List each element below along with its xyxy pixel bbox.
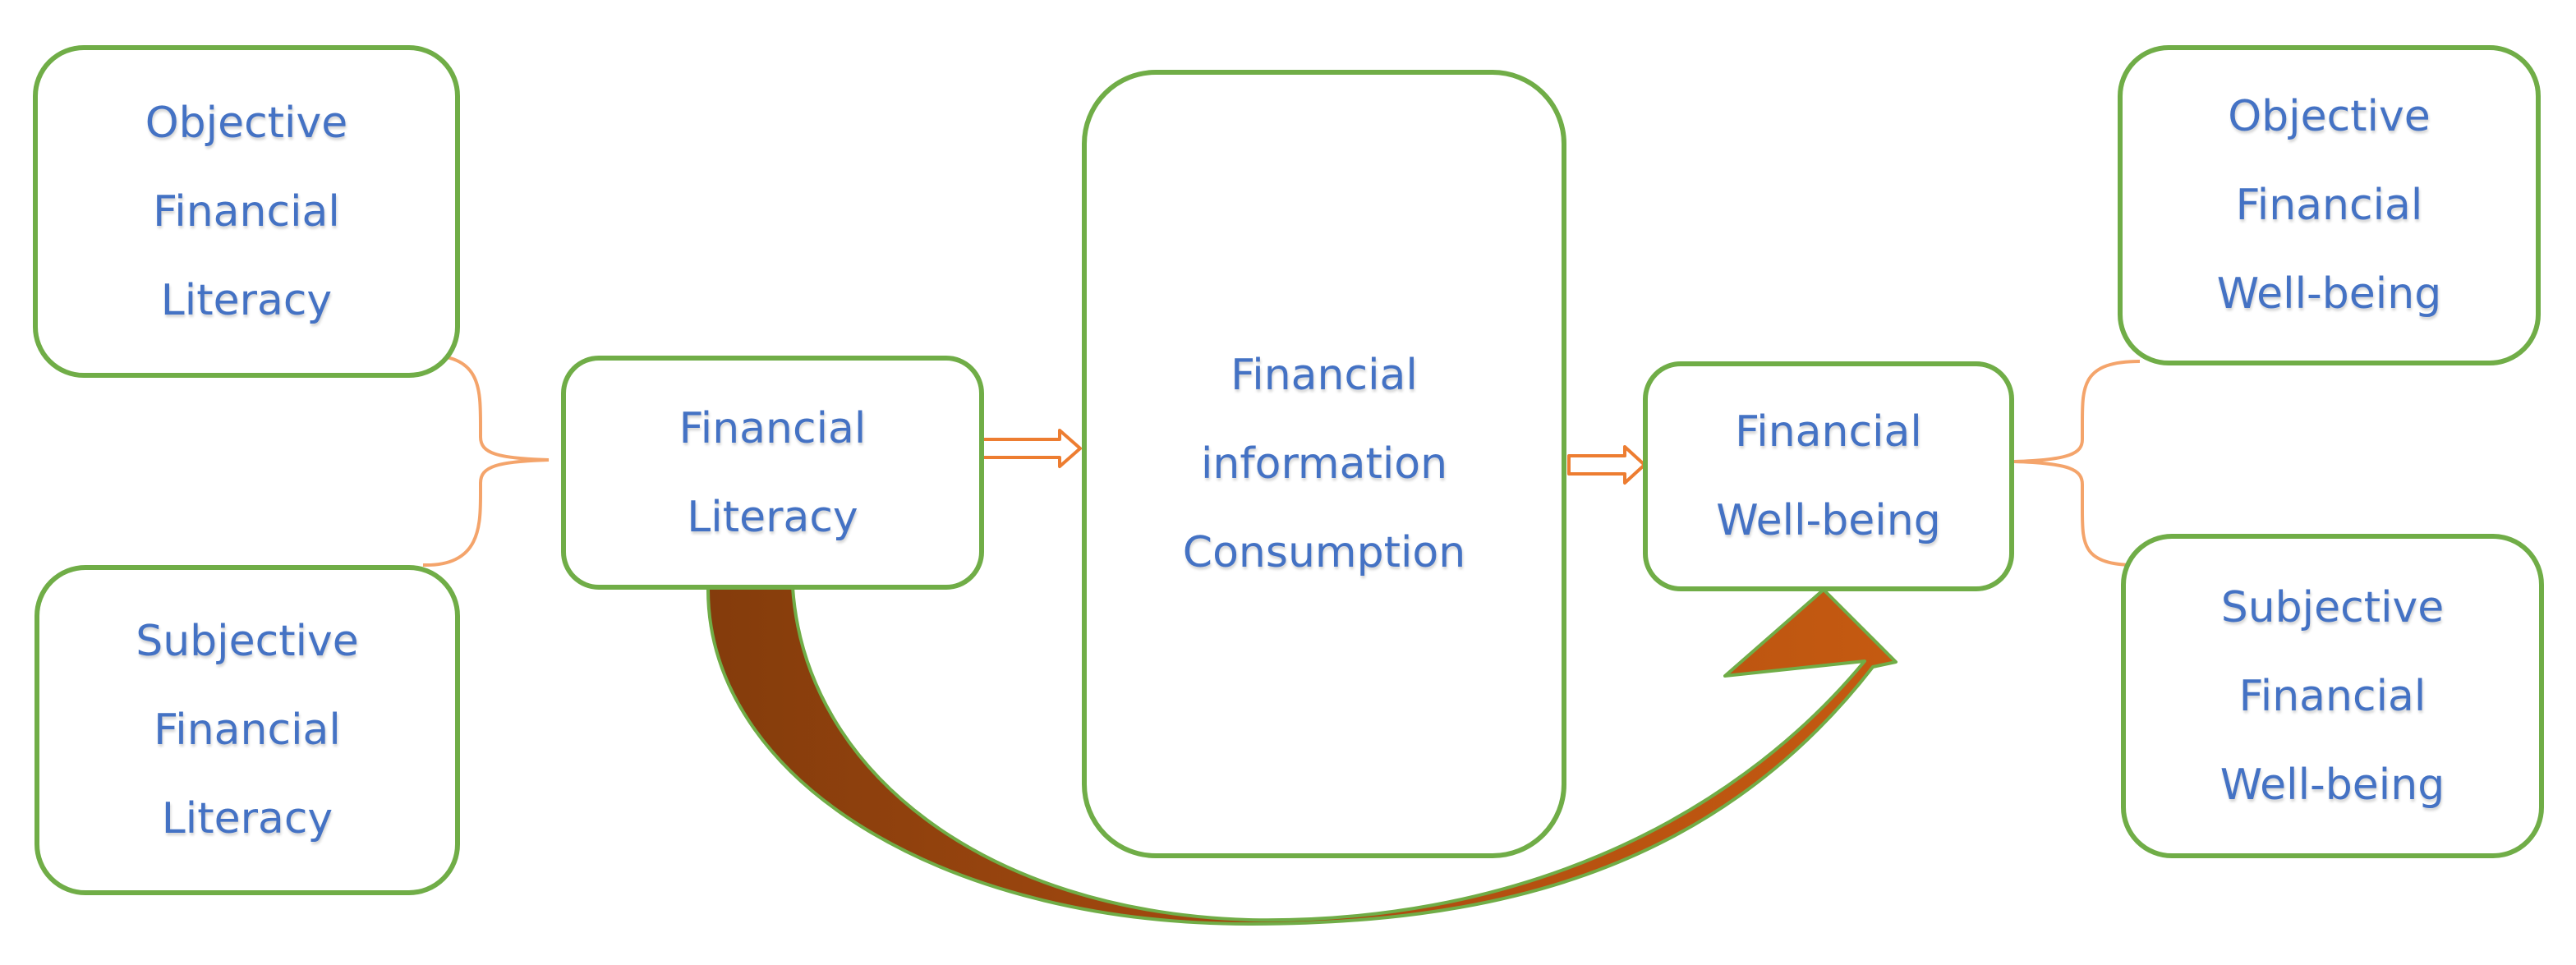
right-grouping-brace [2013,360,2145,568]
curved-arrow-literacy-to-wellbeing [706,586,1898,926]
arrow-info-to-wellbeing [1567,445,1646,485]
arrow-literacy-to-info [976,429,1082,468]
left-grouping-brace [422,353,550,568]
